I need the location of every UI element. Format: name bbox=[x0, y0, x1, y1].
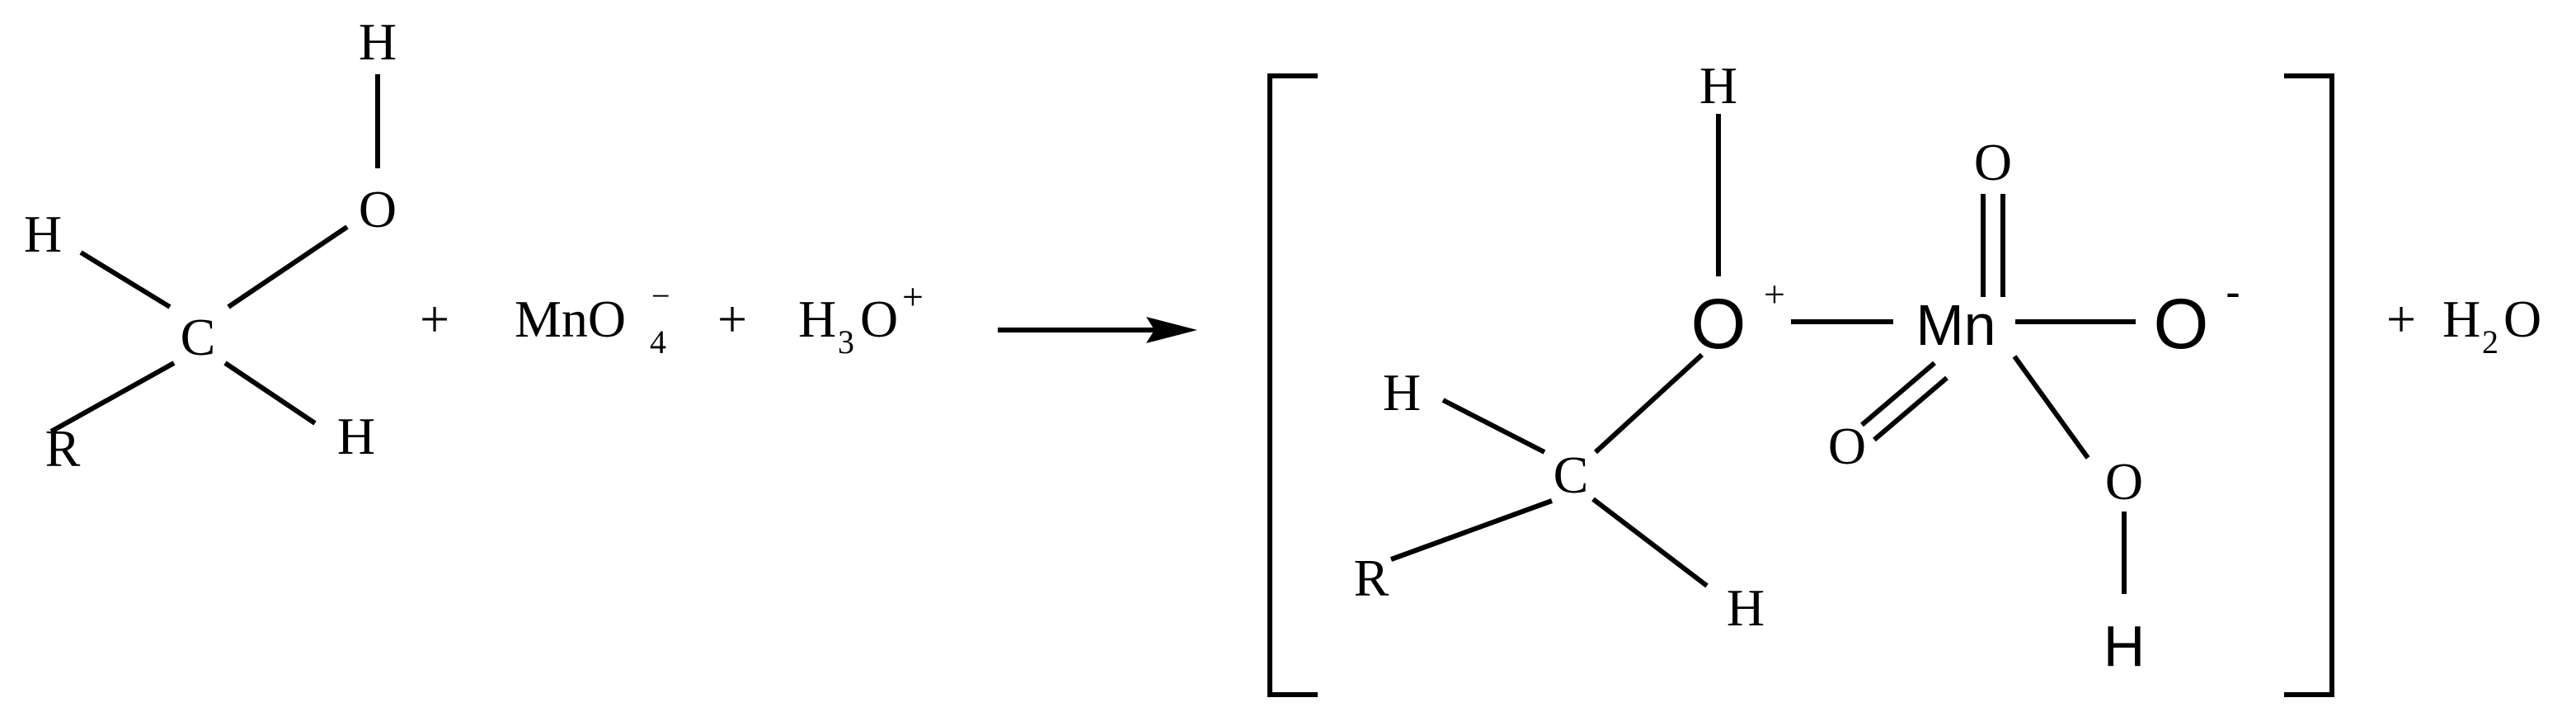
oxonium-charge: + bbox=[1764, 273, 1785, 315]
intermediate-complex: H O + Mn O O - O O H H C H R bbox=[1267, 56, 2334, 697]
bond-mn-oxo-left-b bbox=[1873, 375, 1948, 442]
bond-c-r bbox=[49, 361, 176, 434]
permanganate-formula: MnO bbox=[515, 290, 626, 348]
oxo-left-oxygen: O bbox=[1828, 417, 1866, 475]
intermediate-r-group: R bbox=[1354, 549, 1389, 607]
permanganate-charge: − bbox=[651, 277, 670, 314]
bond-c-r bbox=[1389, 498, 1554, 562]
hydronium-ion: H 3 O + bbox=[798, 276, 924, 361]
water-h: H bbox=[2442, 290, 2480, 348]
hydroxide-h: H bbox=[2104, 614, 2146, 678]
oxide-charge: - bbox=[2226, 267, 2240, 317]
hydronium-h: H bbox=[798, 290, 836, 348]
water-o: O bbox=[2503, 290, 2541, 348]
intermediate-carbon: C bbox=[1554, 446, 1589, 504]
bond-c-h-left bbox=[79, 250, 172, 309]
alcohol-r-group: R bbox=[45, 419, 81, 478]
reaction-arrow bbox=[998, 317, 1197, 343]
alcohol-oxygen: O bbox=[359, 180, 397, 238]
manganese-atom: Mn bbox=[1916, 293, 1995, 357]
alcohol-carbon: C bbox=[181, 308, 216, 366]
intermediate-h-left: H bbox=[1383, 363, 1421, 422]
water-subscript: 2 bbox=[2482, 323, 2498, 361]
bond-mn-oxo-left-a bbox=[1860, 361, 1936, 427]
hydronium-o: O bbox=[860, 290, 898, 348]
alcohol-hydroxyl-h: H bbox=[359, 12, 397, 71]
plus-sign: + bbox=[420, 290, 449, 348]
intermediate-hydroxyl-h: H bbox=[1699, 56, 1737, 115]
bond-mn-hydroxide bbox=[2012, 355, 2090, 460]
alcohol-h-left: H bbox=[24, 205, 62, 263]
intermediate-oxonium-oxygen: O bbox=[1691, 285, 1746, 364]
permanganate-ion: MnO 4 − bbox=[515, 277, 670, 361]
oxo-top-oxygen: O bbox=[1974, 133, 2012, 191]
right-bracket bbox=[2284, 73, 2334, 697]
bond-c-h-left bbox=[1441, 398, 1546, 455]
bond-c-h-right bbox=[223, 361, 317, 426]
intermediate-h-bottom: H bbox=[1727, 578, 1765, 637]
alcohol-h-right: H bbox=[337, 407, 375, 465]
hydronium-charge: + bbox=[902, 276, 924, 318]
permanganate-subscript: 4 bbox=[650, 323, 666, 361]
plus-sign: + bbox=[2386, 290, 2416, 348]
arrow-head bbox=[1146, 317, 1197, 343]
oxide-oxygen: O bbox=[2154, 285, 2209, 364]
bond-c-oxonium bbox=[1593, 352, 1704, 455]
hydroxide-oxygen: O bbox=[2105, 452, 2143, 511]
bond-c-o bbox=[227, 224, 349, 309]
bond-c-h-bottom bbox=[1591, 497, 1709, 588]
left-bracket bbox=[1267, 73, 1318, 697]
water-molecule: H 2 O bbox=[2442, 290, 2541, 361]
hydronium-subscript: 3 bbox=[838, 323, 854, 361]
reactant-alcohol: H O H C H R bbox=[24, 12, 397, 478]
plus-sign: + bbox=[717, 290, 747, 348]
